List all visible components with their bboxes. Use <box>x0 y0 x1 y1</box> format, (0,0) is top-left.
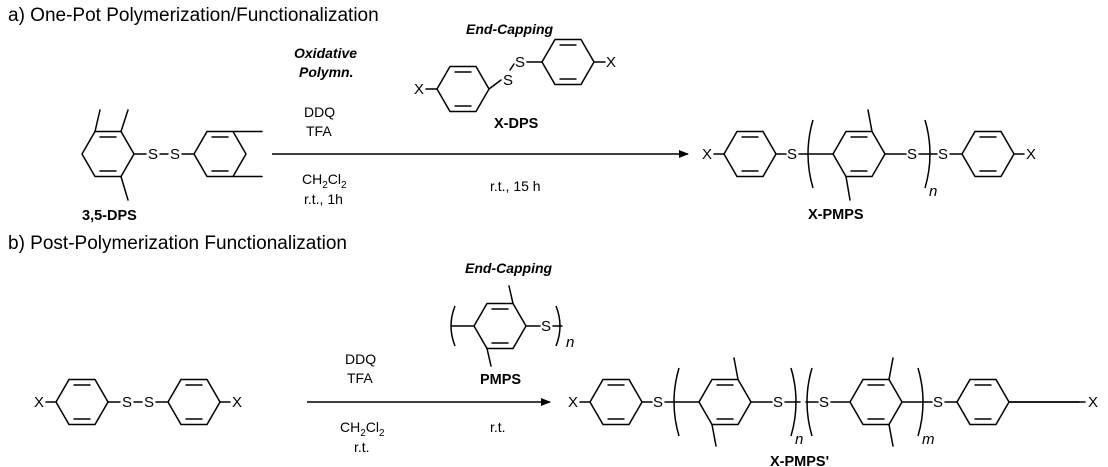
solvent-b: CH2Cl2 <box>340 419 385 439</box>
oxidative-label-2: Polymn. <box>299 64 353 80</box>
product-label-b: X-PMPS' <box>770 454 829 467</box>
section-b-heading: b) Post-Polymerization Functionalization <box>8 233 347 254</box>
svg-text:S: S <box>819 394 829 411</box>
svg-text:S: S <box>933 394 943 411</box>
product-x-pmps: X S S S X <box>702 109 1036 201</box>
pmps-structure: S <box>450 285 563 367</box>
start-material-label: 3,5-DPS <box>82 208 137 224</box>
svg-text:S: S <box>938 146 948 163</box>
repeat-n-pmps: n <box>566 334 574 351</box>
svg-text:X: X <box>1026 146 1036 163</box>
svg-text:X: X <box>414 81 424 98</box>
reagent-tfa-a: TFA <box>306 123 332 139</box>
svg-text:X: X <box>568 394 578 411</box>
start-material-b: X S S X <box>34 378 242 426</box>
svg-text:X: X <box>34 394 44 411</box>
svg-text:S: S <box>170 146 180 163</box>
svg-text:S: S <box>907 146 917 163</box>
reagent-ddq-a: DDQ <box>304 104 335 120</box>
x-dps-structure: X S S X <box>414 38 616 113</box>
svg-text:X: X <box>606 54 616 71</box>
repeat-m-b: m <box>922 431 935 448</box>
svg-text:S: S <box>503 72 513 89</box>
endcap-reagent-b: PMPS <box>480 372 521 388</box>
product-x-pmps-prime: X S S S S X <box>568 357 1098 447</box>
repeat-n-b: n <box>795 431 803 448</box>
start-material-3-5-dps: S S <box>81 109 263 201</box>
svg-text:X: X <box>232 394 242 411</box>
svg-text:S: S <box>773 394 783 411</box>
endcap-conditions-a: r.t., 15 h <box>490 178 541 194</box>
section-a-heading: a) One-Pot Polymerization/Functionalizat… <box>8 5 379 26</box>
svg-text:S: S <box>148 146 158 163</box>
solvent-a: CH2Cl2 <box>302 171 347 191</box>
endcap-reagent-a: X-DPS <box>494 116 539 132</box>
svg-text:X: X <box>1088 394 1098 411</box>
svg-text:S: S <box>144 394 154 411</box>
endcap-title-b: End-Capping <box>465 260 553 276</box>
time-a: r.t., 1h <box>304 191 343 207</box>
reagent-ddq-b: DDQ <box>345 351 376 367</box>
svg-text:S: S <box>787 146 797 163</box>
endcap-conditions-b: r.t. <box>490 419 506 435</box>
svg-text:S: S <box>653 394 663 411</box>
repeat-n-a: n <box>929 183 937 200</box>
reagent-tfa-b: TFA <box>347 370 373 386</box>
endcap-title-a: End-Capping <box>466 21 554 37</box>
svg-text:X: X <box>702 146 712 163</box>
product-label-a: X-PMPS <box>808 207 864 223</box>
oxidative-label-1: Oxidative <box>294 45 357 61</box>
svg-text:S: S <box>122 394 132 411</box>
svg-text:S: S <box>515 54 525 71</box>
svg-text:S: S <box>541 318 551 335</box>
temp-b: r.t. <box>354 439 370 455</box>
